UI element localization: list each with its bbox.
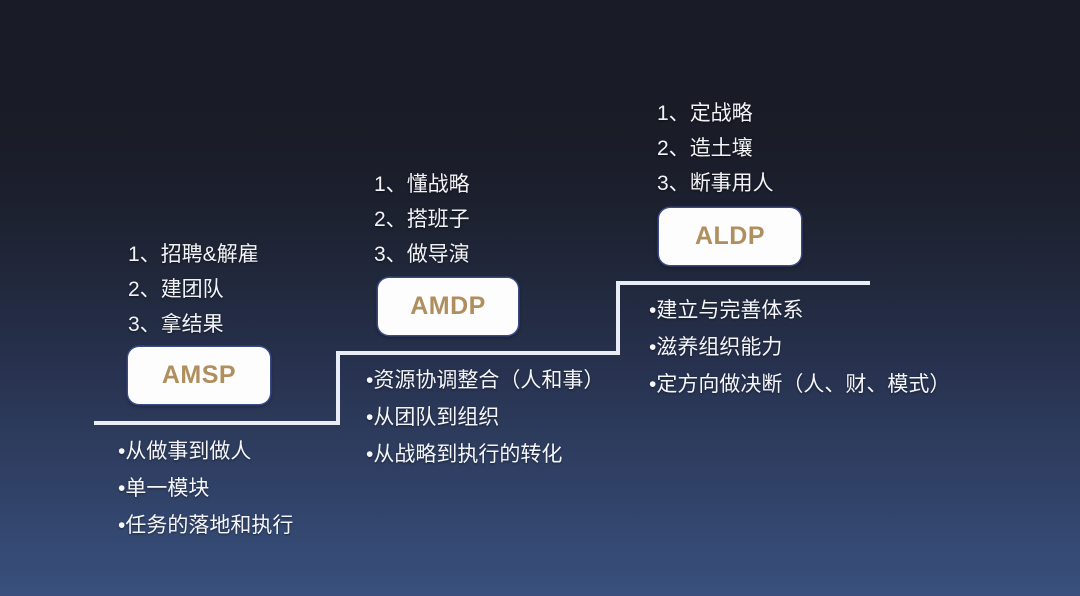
bullet-marker-icon: •	[118, 477, 126, 500]
bullet-marker-icon: •	[366, 406, 374, 429]
list-item: 2、造土壤	[657, 131, 774, 166]
list-index: 1、	[657, 102, 690, 125]
list-text: 做导演	[406, 243, 470, 266]
list-text: 单一模块	[125, 477, 210, 500]
amsp-bullet-list: •从做事到做人 •单一模块 •任务的落地和执行	[118, 433, 293, 544]
list-item: •资源协调整合（人和事）	[366, 362, 604, 399]
list-item: 3、断事用人	[657, 166, 774, 201]
list-text: 招聘&解雇	[160, 243, 259, 266]
list-text: 建团队	[160, 278, 224, 301]
list-text: 拿结果	[160, 313, 224, 336]
list-item: 1、懂战略	[374, 167, 470, 202]
list-index: 3、	[128, 313, 161, 336]
list-item: •单一模块	[118, 470, 293, 507]
amdp-bullet-list: •资源协调整合（人和事） •从团队到组织 •从战略到执行的转化	[366, 362, 604, 473]
amsp-numbered-list: 1、招聘&解雇 2、建团队 3、拿结果	[128, 237, 259, 342]
list-item: 2、搭班子	[374, 202, 470, 237]
list-text: 懂战略	[406, 173, 470, 196]
bullet-marker-icon: •	[366, 369, 374, 392]
aldp-numbered-list: 1、定战略 2、造土壤 3、断事用人	[657, 96, 774, 201]
aldp-bullet-list: •建立与完善体系 •滋养组织能力 •定方向做决断（人、财、模式）	[649, 292, 950, 403]
list-index: 2、	[657, 137, 690, 160]
list-text: 从战略到执行的转化	[373, 443, 563, 466]
list-index: 2、	[374, 208, 407, 231]
stage-box-amsp[interactable]: AMSP	[128, 347, 270, 404]
list-index: 1、	[128, 243, 161, 266]
bullet-marker-icon: •	[366, 443, 374, 466]
list-item: •任务的落地和执行	[118, 507, 293, 544]
bullet-marker-icon: •	[118, 440, 126, 463]
list-text: 定方向做决断（人、财、模式）	[656, 373, 951, 396]
bullet-marker-icon: •	[649, 373, 657, 396]
list-text: 从做事到做人	[125, 440, 252, 463]
list-text: 滋养组织能力	[656, 336, 783, 359]
list-item: 1、招聘&解雇	[128, 237, 259, 272]
list-item: •定方向做决断（人、财、模式）	[649, 366, 950, 403]
list-text: 造土壤	[689, 137, 753, 160]
list-text: 资源协调整合（人和事）	[373, 369, 605, 392]
list-item: •从战略到执行的转化	[366, 436, 604, 473]
list-item: •滋养组织能力	[649, 329, 950, 366]
list-text: 搭班子	[406, 208, 470, 231]
list-item: 1、定战略	[657, 96, 774, 131]
stage-label-aldp: ALDP	[694, 222, 766, 250]
list-index: 3、	[374, 243, 407, 266]
list-text: 任务的落地和执行	[125, 514, 294, 537]
list-text: 断事用人	[689, 172, 774, 195]
list-item: •建立与完善体系	[649, 292, 950, 329]
list-item: •从团队到组织	[366, 399, 604, 436]
bullet-marker-icon: •	[118, 514, 126, 537]
stage-box-amdp[interactable]: AMDP	[378, 278, 518, 335]
list-index: 3、	[657, 172, 690, 195]
bullet-marker-icon: •	[649, 299, 657, 322]
list-text: 建立与完善体系	[656, 299, 804, 322]
bullet-marker-icon: •	[649, 336, 657, 359]
list-item: •从做事到做人	[118, 433, 293, 470]
list-item: 3、做导演	[374, 237, 470, 272]
list-index: 2、	[128, 278, 161, 301]
list-text: 从团队到组织	[373, 406, 500, 429]
stage-label-amdp: AMDP	[410, 292, 486, 320]
list-text: 定战略	[689, 102, 753, 125]
stage-label-amsp: AMSP	[161, 361, 237, 389]
list-item: 3、拿结果	[128, 307, 259, 342]
amdp-numbered-list: 1、懂战略 2、搭班子 3、做导演	[374, 167, 470, 272]
list-index: 1、	[374, 173, 407, 196]
stage-box-aldp[interactable]: ALDP	[659, 208, 801, 265]
list-item: 2、建团队	[128, 272, 259, 307]
